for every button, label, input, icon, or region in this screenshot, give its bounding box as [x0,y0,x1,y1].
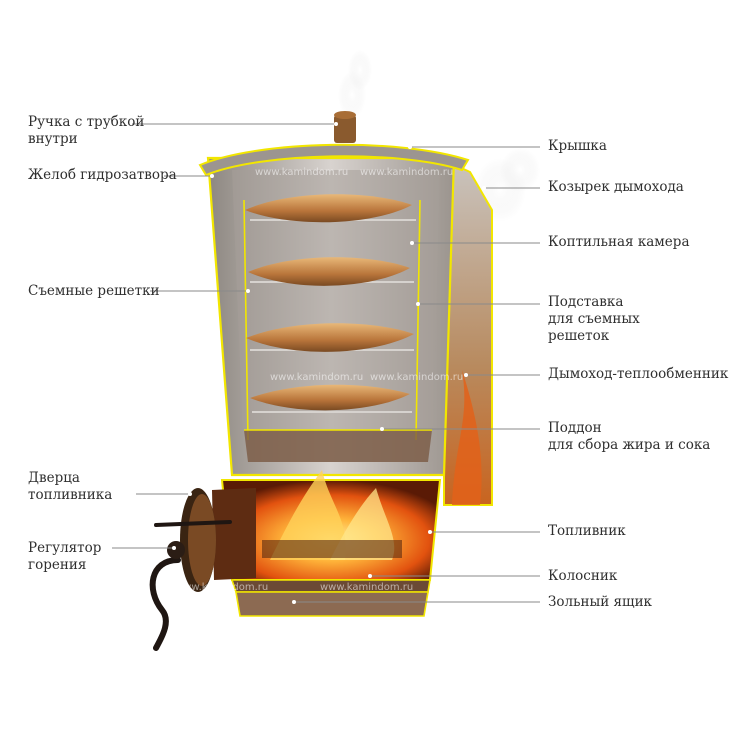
label-drip-tray: Поддон для сбора жира и сока [548,420,711,453]
label-water-seal: Желоб гидрозатвора [28,167,177,183]
firebox [220,470,442,581]
watermark-top-2: www.kamindom.ru [360,167,453,178]
label-grate-stand: Подставка для съемных решеток [548,294,640,344]
lid [198,111,470,177]
firebox-door [149,488,256,651]
drip-tray [244,429,432,462]
watermark-bottom-2: www.kamindom.ru [320,582,413,593]
label-grate: Колосник [548,568,618,584]
label-chimney-exchanger: Дымоход-теплообменник [548,366,729,382]
watermark-mid-1: www.kamindom.ru [270,372,363,383]
watermark-bottom-1: www.kamindom.ru [175,582,268,593]
label-firebox: Топливник [548,523,626,539]
label-chimney-visor: Козырек дымохода [548,179,684,195]
label-firebox-door: Дверца топливника [28,470,113,503]
watermark-mid-2: www.kamindom.ru [370,372,463,383]
label-grates: Съемные решетки [28,283,160,299]
leader-lines [112,123,540,603]
fish-grates [245,194,416,413]
label-burn-regulator: Регулятор горения [28,540,102,573]
label-smoke-chamber: Коптильная камера [548,234,690,250]
anchor-dots [172,122,486,604]
label-handle: Ручка с трубкой внутри [28,114,145,147]
grate-and-ash-box [230,579,431,617]
label-ash-box: Зольный ящик [548,594,652,610]
chimney-heat-exchanger [443,158,493,506]
watermark-top-1: www.kamindom.ru [255,167,348,178]
watermark-group: www.kamindom.ru www.kamindom.ru www.kami… [175,167,463,593]
label-lid: Крышка [548,138,607,154]
